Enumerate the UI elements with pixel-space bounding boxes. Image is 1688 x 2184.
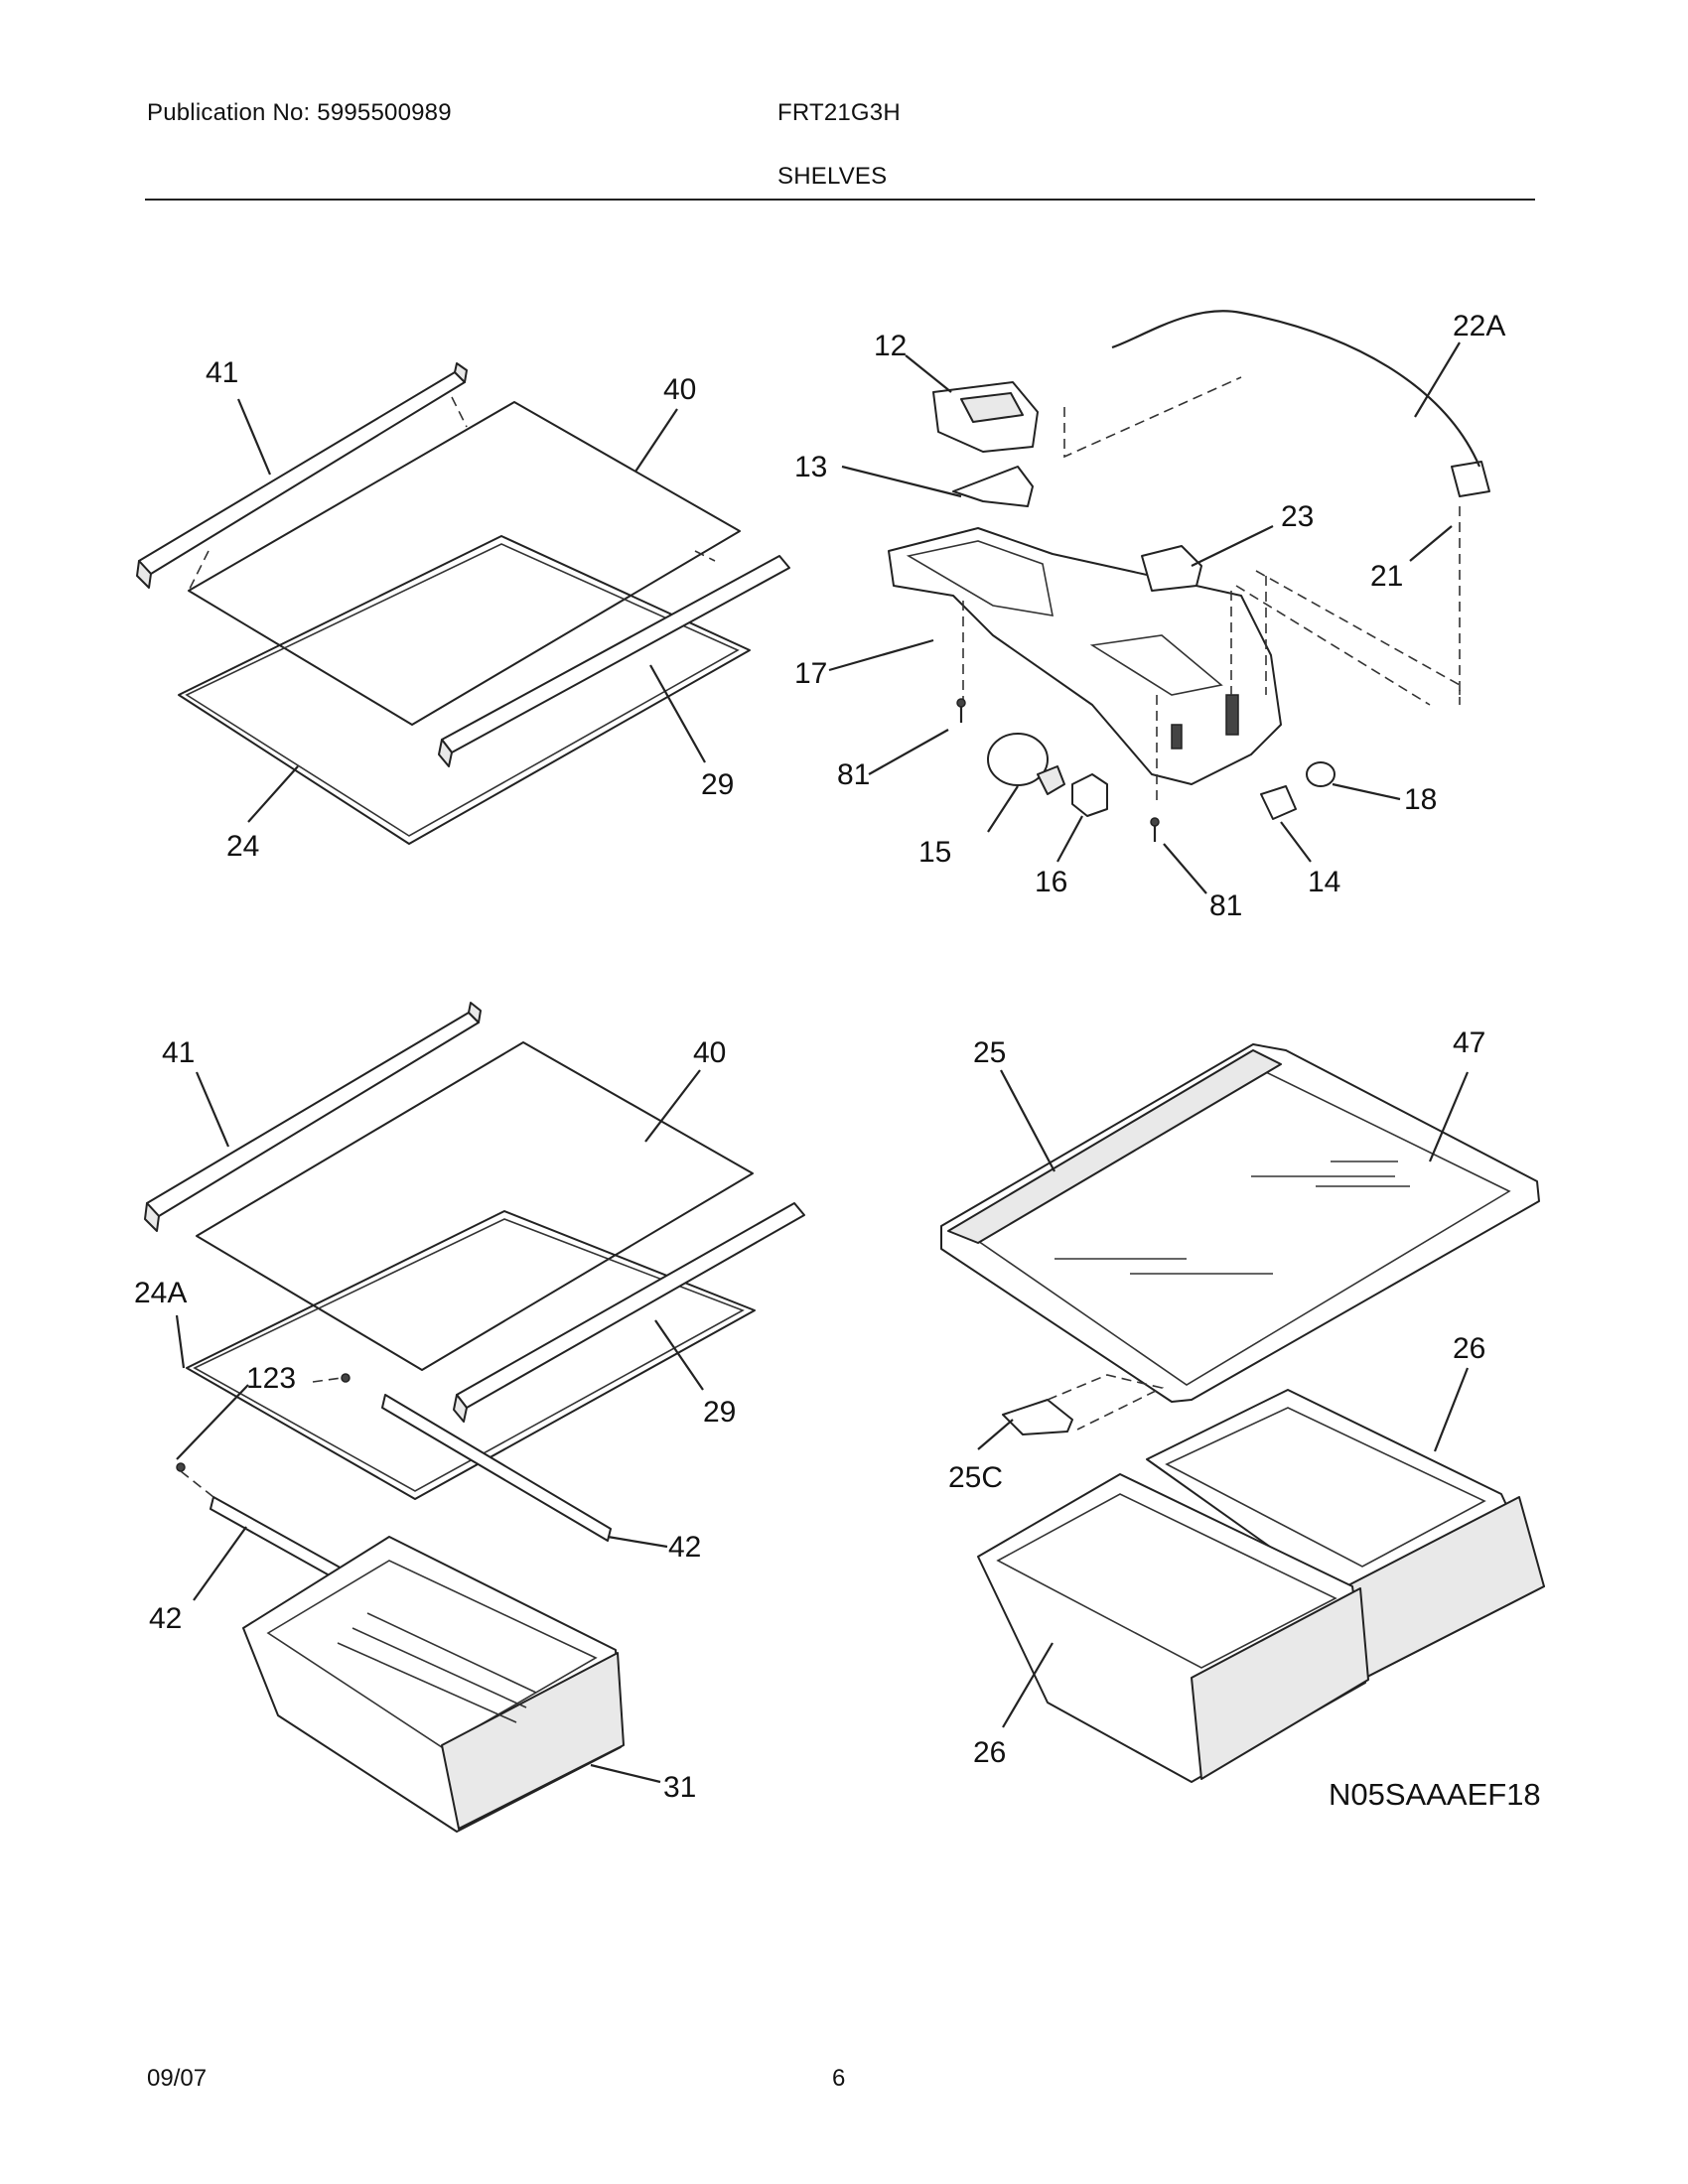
mounting-pin — [176, 1462, 186, 1472]
callout-label: 18 — [1404, 783, 1437, 816]
screw — [956, 698, 966, 723]
crisper-drawer-right — [1146, 1389, 1545, 1679]
callout-label: 47 — [1453, 1026, 1485, 1059]
callout-label: 42 — [668, 1531, 701, 1564]
crisper-drawer — [242, 1536, 625, 1833]
shelf-rear-trim — [136, 362, 468, 589]
callout-label: 40 — [663, 373, 696, 406]
shelf-assembly-top-left — [136, 362, 790, 845]
callout-label: 31 — [663, 1771, 696, 1804]
lamp-socket — [1071, 773, 1108, 817]
footer-date: 09/07 — [147, 2065, 208, 2092]
callout-label: 25C — [948, 1461, 1003, 1494]
damper-switch — [1141, 545, 1202, 592]
callout-label: 41 — [162, 1036, 195, 1069]
model-number: FRT21G3H — [777, 99, 901, 126]
callout-label: 25 — [973, 1036, 1006, 1069]
callout-label: 42 — [149, 1602, 182, 1635]
callout-label: 41 — [206, 356, 238, 389]
callout-label: 12 — [874, 330, 907, 362]
drawer-rail-right — [381, 1394, 612, 1542]
publication-number: Publication No: 5995500989 — [147, 99, 452, 126]
callout-label: 24A — [134, 1277, 187, 1309]
callout-label: 21 — [1370, 560, 1403, 593]
screw — [1150, 817, 1160, 842]
callouts-top-right: 12 22A 13 23 21 17 81 18 15 16 81 14 — [794, 310, 1505, 922]
callout-label: 26 — [973, 1736, 1006, 1769]
shelf-front-trim — [453, 1202, 805, 1423]
light-housing-assembly — [888, 310, 1490, 842]
push-button — [1306, 761, 1336, 787]
callout-label: 23 — [1281, 500, 1314, 533]
mounting-pin — [341, 1373, 351, 1383]
callout-label: 15 — [918, 836, 951, 869]
callout-label: 14 — [1308, 866, 1340, 898]
shelf-front-trim — [438, 555, 790, 767]
callouts-bottom-right: 25 47 26 25C 26 — [948, 1026, 1485, 1769]
page-number: 6 — [832, 2065, 846, 2092]
wire-harness — [1111, 310, 1481, 468]
cover-support-bracket — [1002, 1399, 1073, 1435]
light-bulb — [987, 733, 1065, 795]
callout-label: 16 — [1035, 866, 1067, 898]
control-knob — [952, 466, 1034, 507]
callout-label: 29 — [701, 768, 734, 801]
light-switch — [1260, 785, 1297, 820]
diagram-code: N05SAAAEF18 — [1329, 1777, 1541, 1812]
glass-shelf-panel — [196, 1041, 754, 1371]
callout-label: 26 — [1453, 1332, 1485, 1365]
callouts-bottom-left: 41 40 24A 123 29 42 42 31 — [134, 1036, 736, 1804]
crisper-cover — [940, 1043, 1540, 1403]
callouts-top-left: 41 40 29 24 — [206, 356, 734, 863]
header-rule — [145, 199, 1535, 201]
callout-label: 123 — [246, 1362, 296, 1395]
crisper-assembly — [940, 1043, 1545, 1783]
light-housing — [888, 527, 1282, 785]
callout-label: 17 — [794, 657, 827, 690]
callout-label: 29 — [703, 1396, 736, 1429]
shelf-frame — [178, 535, 751, 845]
shelf-rear-trim — [144, 1002, 482, 1232]
crisper-drawer-left — [977, 1473, 1369, 1783]
section-title: SHELVES — [777, 163, 888, 190]
glass-shelf-panel — [188, 401, 741, 726]
callout-label: 81 — [837, 758, 870, 791]
shelf-drawer-assembly — [144, 1002, 805, 1833]
callout-label: 40 — [693, 1036, 726, 1069]
shelf-frame — [186, 1210, 756, 1500]
callout-label: 22A — [1453, 310, 1505, 342]
wire-connector — [1451, 461, 1490, 497]
callout-label: 81 — [1209, 889, 1242, 922]
callout-label: 24 — [226, 830, 259, 863]
callout-label: 13 — [794, 451, 827, 483]
